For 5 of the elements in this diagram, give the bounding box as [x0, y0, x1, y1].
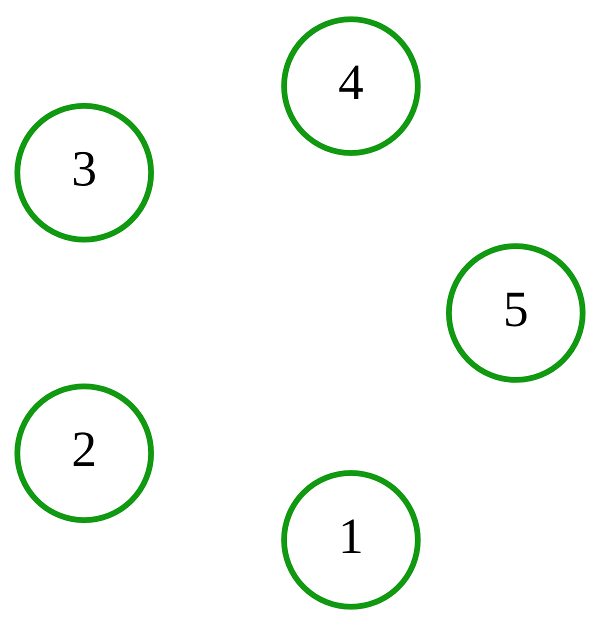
node-circle: 5 [446, 243, 586, 383]
node-circle: 2 [14, 383, 154, 523]
node-circle: 4 [281, 16, 421, 156]
node-circle: 3 [14, 103, 154, 243]
node-circle: 1 [281, 470, 421, 610]
